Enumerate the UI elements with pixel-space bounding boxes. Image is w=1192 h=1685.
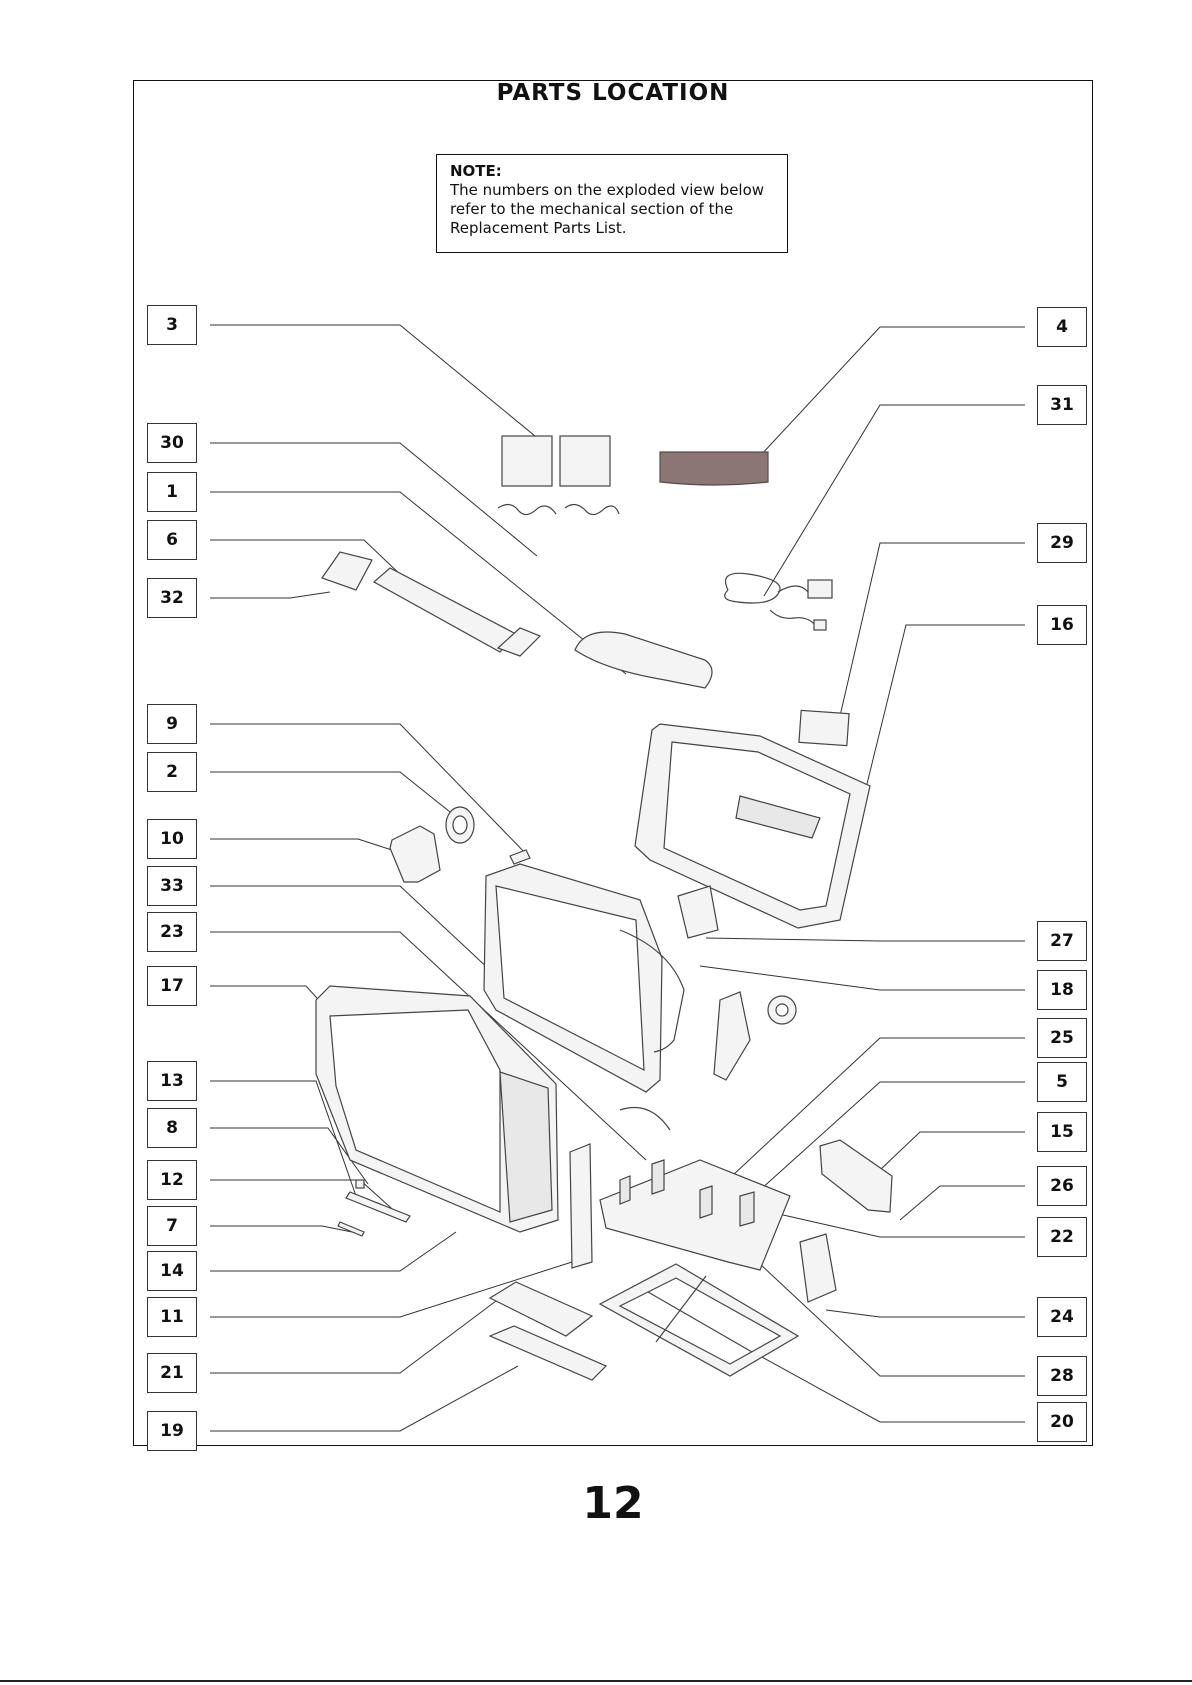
callout-9: 9 [147, 704, 197, 744]
part-small-buttons-drawing [338, 1180, 410, 1236]
part-side-boards-drawing [800, 1140, 892, 1302]
leader-line-26 [900, 1186, 1025, 1220]
leader-line-28 [760, 1264, 1025, 1376]
parts-drawings [316, 436, 892, 1380]
leader-line-30 [210, 443, 537, 556]
leader-line-25 [732, 1038, 1025, 1176]
callout-3: 3 [147, 305, 197, 345]
leader-line-16 [866, 625, 1025, 788]
callout-30: 30 [147, 423, 197, 463]
leader-line-15 [880, 1132, 1025, 1170]
callout-21: 21 [147, 1353, 197, 1393]
callout-5: 5 [1037, 1062, 1087, 1102]
leader-line-6 [210, 540, 404, 578]
callout-6: 6 [147, 520, 197, 560]
leader-line-32 [210, 592, 330, 598]
callout-28: 28 [1037, 1356, 1087, 1396]
callout-7: 7 [147, 1206, 197, 1246]
part-chassis-frame-drawing [600, 1264, 798, 1376]
callout-33: 33 [147, 866, 197, 906]
callout-25: 25 [1037, 1018, 1087, 1058]
leader-line-18 [700, 966, 1025, 990]
leader-line-21 [210, 1298, 500, 1373]
part-small-boards-drawing [490, 1282, 606, 1380]
callout-16: 16 [1037, 605, 1087, 645]
leader-line-14 [210, 1232, 456, 1271]
callout-31: 31 [1037, 385, 1087, 425]
leader-line-4 [760, 327, 1025, 456]
leader-lines [210, 325, 1025, 1431]
part-label-drawing [799, 710, 849, 745]
part-cables-drawing [498, 504, 619, 514]
part-stand-drawing [575, 632, 712, 688]
leader-line-7 [210, 1226, 362, 1234]
leader-line-10 [210, 839, 398, 852]
callout-22: 22 [1037, 1217, 1087, 1257]
callout-2: 2 [147, 752, 197, 792]
part-power-cord-drawing [725, 573, 832, 630]
callout-15: 15 [1037, 1112, 1087, 1152]
callout-12: 12 [147, 1160, 197, 1200]
bottom-rule [0, 1680, 1192, 1682]
part-remote-drawing [322, 552, 540, 656]
callout-23: 23 [147, 912, 197, 952]
leader-line-33 [210, 886, 492, 972]
leader-line-5 [760, 1082, 1025, 1190]
leader-line-12 [210, 1180, 400, 1216]
callout-8: 8 [147, 1108, 197, 1148]
leader-line-19 [210, 1366, 518, 1431]
callout-26: 26 [1037, 1166, 1087, 1206]
leader-line-2 [210, 772, 460, 820]
part-strip-drawing [660, 452, 768, 485]
callout-11: 11 [147, 1297, 197, 1337]
callout-14: 14 [147, 1251, 197, 1291]
leader-line-31 [764, 405, 1025, 596]
callout-17: 17 [147, 966, 197, 1006]
page-number: 12 [0, 1478, 1192, 1529]
leader-line-22 [770, 1212, 1025, 1237]
callout-13: 13 [147, 1061, 197, 1101]
callout-29: 29 [1037, 523, 1087, 563]
part-batteries-drawing [502, 436, 610, 486]
leader-line-3 [210, 325, 535, 436]
leader-line-29 [840, 543, 1025, 716]
part-main-board-drawing [600, 1108, 790, 1271]
leader-line-24 [826, 1310, 1025, 1317]
part-side-panel-drawing [570, 1144, 592, 1268]
callout-10: 10 [147, 819, 197, 859]
callout-20: 20 [1037, 1402, 1087, 1442]
callout-19: 19 [147, 1411, 197, 1451]
callout-27: 27 [1037, 921, 1087, 961]
part-back-cover-drawing [635, 724, 870, 928]
callout-24: 24 [1037, 1297, 1087, 1337]
callout-1: 1 [147, 472, 197, 512]
leader-line-20 [760, 1356, 1025, 1422]
callout-18: 18 [1037, 970, 1087, 1010]
callout-32: 32 [147, 578, 197, 618]
leader-line-9 [210, 724, 530, 858]
leader-line-27 [706, 938, 1025, 941]
callout-4: 4 [1037, 307, 1087, 347]
